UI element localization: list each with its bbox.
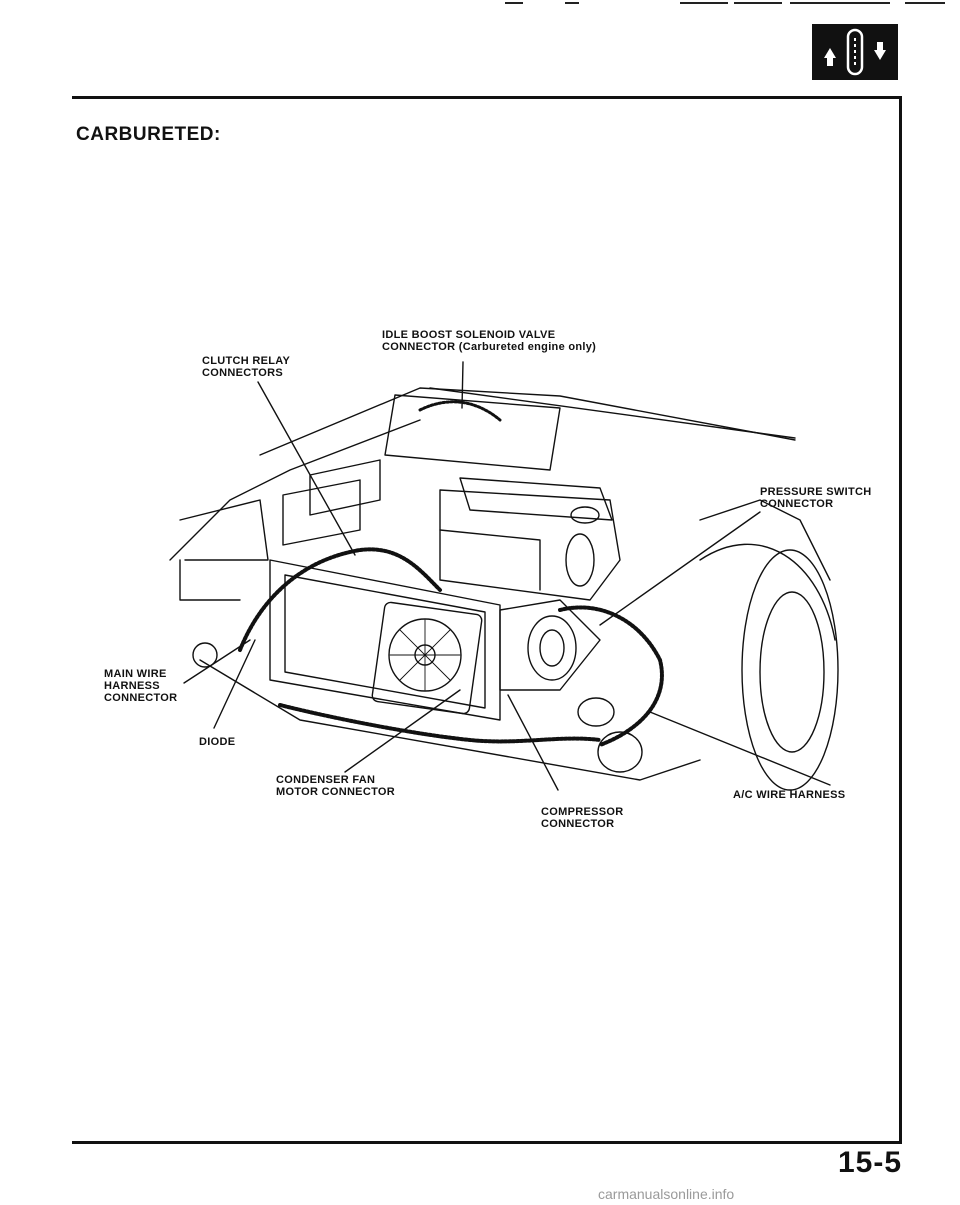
condenser-fan-shroud bbox=[371, 601, 483, 715]
scan-mark bbox=[905, 2, 945, 4]
scan-mark bbox=[734, 2, 782, 4]
callout-compressor: COMPRESSOR CONNECTOR bbox=[541, 806, 624, 830]
left-headlight bbox=[179, 499, 269, 561]
frame-bottom-rule bbox=[72, 1141, 902, 1144]
callout-ac-wire-harness: A/C WIRE HARNESS bbox=[733, 789, 846, 801]
callout-clutch-relay: CLUTCH RELAY CONNECTORS bbox=[202, 355, 291, 379]
frame-top-rule bbox=[72, 96, 902, 99]
front-harness bbox=[278, 703, 602, 744]
hood-edge bbox=[429, 387, 796, 439]
leader-ac-harness bbox=[649, 711, 831, 786]
ac-system-icon bbox=[812, 24, 898, 80]
ac-harness bbox=[558, 605, 664, 747]
scan-mark bbox=[505, 2, 523, 4]
right-wheel bbox=[741, 549, 839, 791]
callout-main-wire: MAIN WIRE HARNESS CONNECTOR bbox=[104, 668, 178, 704]
left-fender-lower bbox=[179, 559, 241, 601]
leader-main-wire bbox=[183, 639, 251, 684]
callout-condenser-fan: CONDENSER FAN MOTOR CONNECTOR bbox=[276, 774, 395, 798]
leader-compressor bbox=[507, 694, 559, 791]
right-wheel-rim bbox=[759, 591, 825, 753]
page-number: 15-5 bbox=[838, 1146, 903, 1179]
leader-pressure-switch bbox=[599, 511, 761, 626]
firewall-panel bbox=[384, 394, 561, 471]
left-fender bbox=[169, 419, 421, 561]
callout-diode: DIODE bbox=[199, 736, 236, 748]
leader-diode bbox=[213, 639, 256, 729]
scan-mark bbox=[565, 2, 579, 4]
condenser-fan bbox=[388, 618, 462, 692]
frame-right-rule bbox=[899, 98, 902, 1143]
callout-pressure-switch: PRESSURE SWITCH CONNECTOR bbox=[760, 486, 872, 510]
front-bumper bbox=[199, 659, 701, 781]
footer-watermark: carmanualsonline.info bbox=[598, 1186, 735, 1202]
engine-block bbox=[439, 489, 621, 601]
right-fender bbox=[699, 499, 831, 581]
leader-idle-boost bbox=[461, 361, 464, 409]
leader-clutch-relay bbox=[257, 381, 356, 556]
radiator bbox=[269, 559, 501, 721]
scan-mark bbox=[790, 2, 890, 4]
leader-condenser-fan bbox=[344, 689, 461, 773]
section-heading: CARBURETED: bbox=[76, 124, 221, 145]
scan-mark bbox=[680, 2, 728, 4]
section-badge bbox=[812, 24, 898, 80]
valve-cover bbox=[459, 477, 613, 521]
right-fender-arch bbox=[699, 543, 836, 641]
battery bbox=[309, 459, 381, 516]
compressor bbox=[527, 615, 577, 681]
hood-outline bbox=[259, 387, 796, 456]
callout-idle-boost: IDLE BOOST SOLENOID VALVE CONNECTOR (Car… bbox=[382, 329, 597, 353]
